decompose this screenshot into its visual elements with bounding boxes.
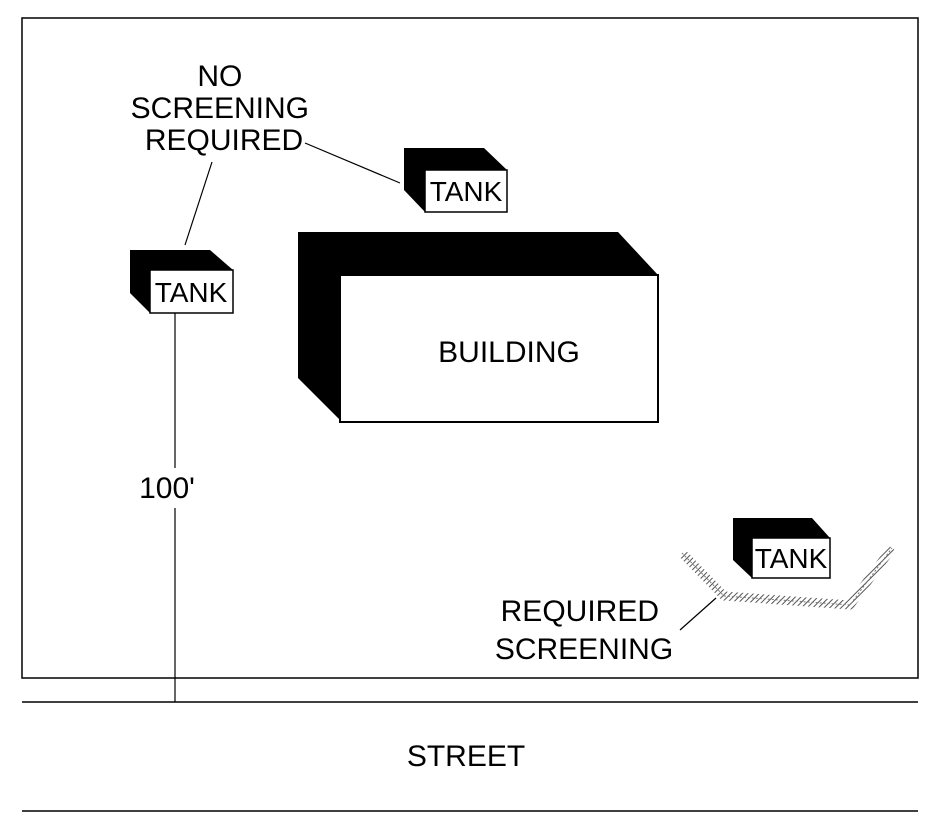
no-screening-label: NO SCREENING REQUIRED: [131, 60, 318, 157]
required-screening-label: REQUIRED SCREENING: [495, 595, 673, 666]
required-screening-line-1: REQUIRED: [501, 595, 659, 628]
leader-line-to-top-tank: [304, 142, 401, 184]
tank-face: [751, 537, 831, 579]
building-label: BUILDING: [438, 336, 580, 369]
building-face: [339, 274, 659, 423]
street-label: STREET: [407, 740, 525, 773]
no-screening-line-2: SCREENING: [131, 92, 309, 125]
leader-line-to-left-tank: [184, 161, 213, 246]
tank-left: TANK: [130, 250, 234, 314]
distance-label: 100': [139, 472, 195, 505]
property-boundary: [21, 17, 919, 679]
tank-top-center: TANK: [404, 148, 508, 213]
tank-label: TANK: [430, 176, 503, 207]
building: BUILDING: [298, 232, 659, 423]
leader-line-to-screening: [679, 597, 717, 631]
screening-fence-outline: [681, 547, 893, 606]
no-screening-line-1: NO: [197, 60, 242, 93]
tank-face: [149, 269, 234, 314]
no-screening-line-3: REQUIRED: [145, 124, 303, 157]
tank-label: TANK: [155, 277, 228, 308]
tank-bottom-right: TANK: [733, 518, 831, 579]
required-screening-line-2: SCREENING: [495, 633, 673, 666]
tank-label: TANK: [755, 543, 828, 574]
tank-face: [424, 169, 508, 213]
